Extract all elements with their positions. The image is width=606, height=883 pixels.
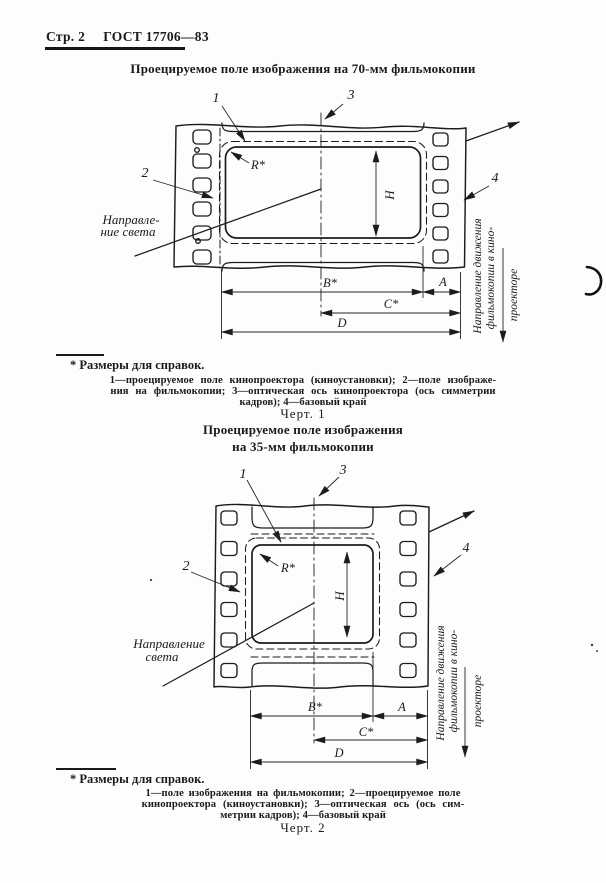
- legend-line: кадров); 4—базовый край: [239, 396, 367, 408]
- leader-4: [433, 554, 462, 577]
- adjacent-frame-top: [251, 506, 374, 529]
- height-label: H: [332, 591, 347, 602]
- figure1-drawing: 1 3 2 4 R* H B* A C* D Направле- ние све…: [100, 88, 520, 343]
- leader-2: [152, 179, 214, 199]
- light-direction-label: Направление: [132, 636, 205, 651]
- footnote-text: * Размеры для справок.: [70, 358, 205, 372]
- perforations-left-70mm: [192, 129, 212, 265]
- legend-line: кинопроектора (киноустановки); 3—оптичес…: [141, 798, 465, 810]
- leader-1: [221, 105, 246, 142]
- footnote-rule: [56, 768, 116, 770]
- projected-field-dashed: [218, 140, 428, 245]
- callout-4: 4: [463, 541, 470, 556]
- movement-label: фильмокопии в кино-: [485, 227, 497, 330]
- legend-line: 1—проецируемое поле кинопроектора (киноу…: [109, 375, 497, 386]
- leader-3: [318, 476, 340, 497]
- legend-line: метрии кадров); 4—базовый край: [220, 809, 386, 821]
- leader-4: [463, 185, 490, 201]
- leader-3: [324, 103, 344, 120]
- light-ray: [134, 188, 322, 257]
- movement-label: проекторе: [472, 675, 484, 728]
- dim-label-a: A: [438, 275, 447, 289]
- leader-2: [190, 571, 241, 593]
- movement-label: проекторе: [508, 269, 520, 322]
- callout-3: 3: [347, 88, 355, 103]
- frame-70mm: [224, 146, 422, 239]
- leader-radius: [230, 151, 250, 164]
- speckle: [590, 643, 594, 647]
- frame-35mm: [251, 544, 374, 644]
- registration-dot: [194, 147, 200, 153]
- film-strip-35mm: [213, 503, 430, 689]
- ink-blot: [584, 265, 603, 296]
- light-direction-label: света: [145, 649, 179, 664]
- figure2-caption: Черт. 2: [280, 820, 326, 835]
- registration-dot: [195, 238, 201, 244]
- legend-line: 1—поле изображения на фильмокопии; 2—про…: [145, 788, 461, 799]
- height-label: H: [382, 190, 397, 201]
- adjacent-frame-top: [221, 122, 425, 133]
- film-strip-70mm: [173, 123, 467, 269]
- light-exit-arrow: [465, 121, 520, 142]
- dim-label-d: D: [333, 746, 343, 760]
- perforations-right-70mm: [432, 132, 449, 264]
- page-header: Стр. 2 ГОСТ 17706—83: [46, 29, 209, 45]
- figure2-title-line1: Проецируемое поле изображения: [202, 422, 404, 437]
- dim-label-a: A: [397, 700, 406, 714]
- footnote-text: * Размеры для справок.: [70, 772, 205, 786]
- header-rule: [45, 47, 185, 50]
- figure2-legend: 1—поле изображения на фильмокопии; 2—про…: [0, 788, 606, 821]
- callout-1: 1: [213, 91, 220, 106]
- figure2-title-line2: на 35-мм фильмокопии: [232, 439, 374, 454]
- callout-2: 2: [183, 559, 190, 574]
- perforations-right-35mm: [399, 510, 417, 679]
- leader-radius: [259, 553, 279, 567]
- page-number: Стр. 2: [46, 29, 86, 44]
- dim-label-b: B*: [308, 700, 323, 714]
- light-direction-label: ние света: [100, 224, 156, 239]
- callout-3: 3: [339, 463, 347, 478]
- light-exit-arrow: [428, 510, 475, 533]
- radius-label: R*: [280, 561, 296, 575]
- movement-label: фильмокопии в кино-: [448, 630, 460, 733]
- scan-artifacts: [149, 265, 603, 652]
- callout-2: 2: [142, 166, 149, 181]
- radius-label: R*: [250, 158, 266, 172]
- callout-4: 4: [492, 171, 499, 186]
- figure1-title: Проецируемое поле изображения на 70-мм ф…: [130, 61, 476, 76]
- movement-label: Направление движения: [472, 218, 484, 334]
- dim-label-c: C*: [384, 297, 399, 311]
- light-ray: [162, 602, 315, 687]
- footnote-rule: [56, 354, 104, 356]
- figure1-legend: 1—проецируемое поле кинопроектора (киноу…: [0, 375, 606, 408]
- dim-label-b: B*: [323, 276, 338, 290]
- dim-label-d: D: [336, 316, 346, 330]
- light-direction-label: Направле-: [101, 212, 159, 227]
- speckle: [596, 650, 598, 652]
- figure2-drawing: 1 3 2 4 R* H B* A C* D Направление света…: [132, 463, 484, 769]
- legend-line: ния на фильмокопии; 3—оптическая ось кин…: [110, 385, 496, 397]
- speckle: [149, 578, 153, 582]
- figure1-caption: Черт. 1: [280, 406, 326, 421]
- doc-number: ГОСТ 17706—83: [103, 29, 209, 44]
- callout-1: 1: [240, 467, 247, 482]
- dim-label-c: C*: [359, 725, 374, 739]
- leader-1: [246, 479, 282, 543]
- projected-field-dashed: [244, 537, 381, 650]
- movement-label: Направление движения: [435, 625, 447, 741]
